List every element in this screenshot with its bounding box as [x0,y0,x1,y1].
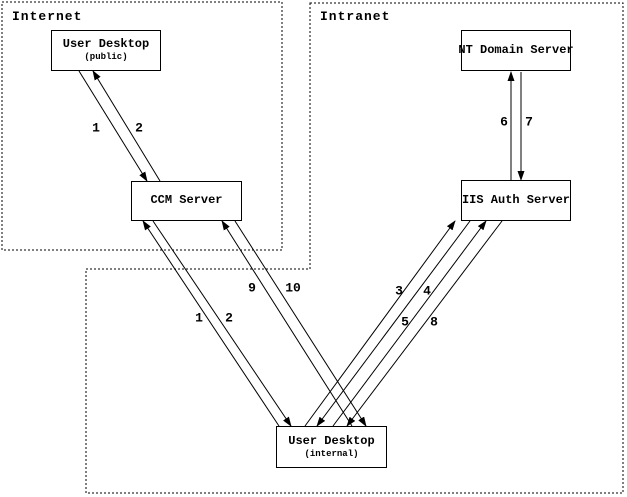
node-ccm-server: CCM Server [131,181,242,221]
edge-3-internal-to-iis [304,220,456,427]
node-label: NT Domain Server [458,42,574,57]
edge-label-1-public: 1 [92,120,100,136]
node-label: User Desktop [288,433,375,448]
node-sublabel: (public) [84,52,128,63]
node-nt-domain-server: NT Domain Server [458,30,574,71]
edge-label-6: 6 [500,114,508,130]
edge-label-10: 10 [285,280,301,296]
edge-label-8: 8 [430,314,438,330]
edge-label-1-internal: 1 [195,310,203,326]
zone-internet-outline [1,1,283,251]
edge-2-ccm-to-public [92,70,161,182]
edge-9-internal-to-ccm [221,220,353,427]
node-user-desktop-public: User Desktop (public) [51,30,161,71]
edge-label-4: 4 [423,283,431,299]
zone-label-internet: Internet [12,9,83,24]
edge-4-iis-to-internal [316,220,471,427]
edge-label-2-internal: 2 [225,310,233,326]
edge-1-public-to-ccm [78,70,148,182]
edge-2-ccm-to-internal [152,220,292,427]
node-label: IIS Auth Server [461,192,571,207]
edge-1-internal-to-ccm [142,220,280,427]
edge-label-3: 3 [395,283,403,299]
edge-10-ccm-to-internal [234,220,367,427]
zone-label-intranet: Intranet [320,9,391,24]
node-label: CCM Server [150,193,223,208]
node-label: User Desktop [62,37,150,52]
edge-label-7: 7 [525,114,533,130]
edge-5-internal-to-iis [332,220,487,427]
edge-label-5: 5 [401,314,409,330]
edge-label-9: 9 [248,280,256,296]
zone-intranet-outline [85,2,624,494]
node-iis-auth-server: IIS Auth Server [461,180,571,221]
node-user-desktop-internal: User Desktop (internal) [276,426,387,468]
edge-8-iis-to-internal [346,220,503,427]
node-sublabel: (internal) [304,448,359,459]
edge-label-2-public: 2 [135,120,143,136]
